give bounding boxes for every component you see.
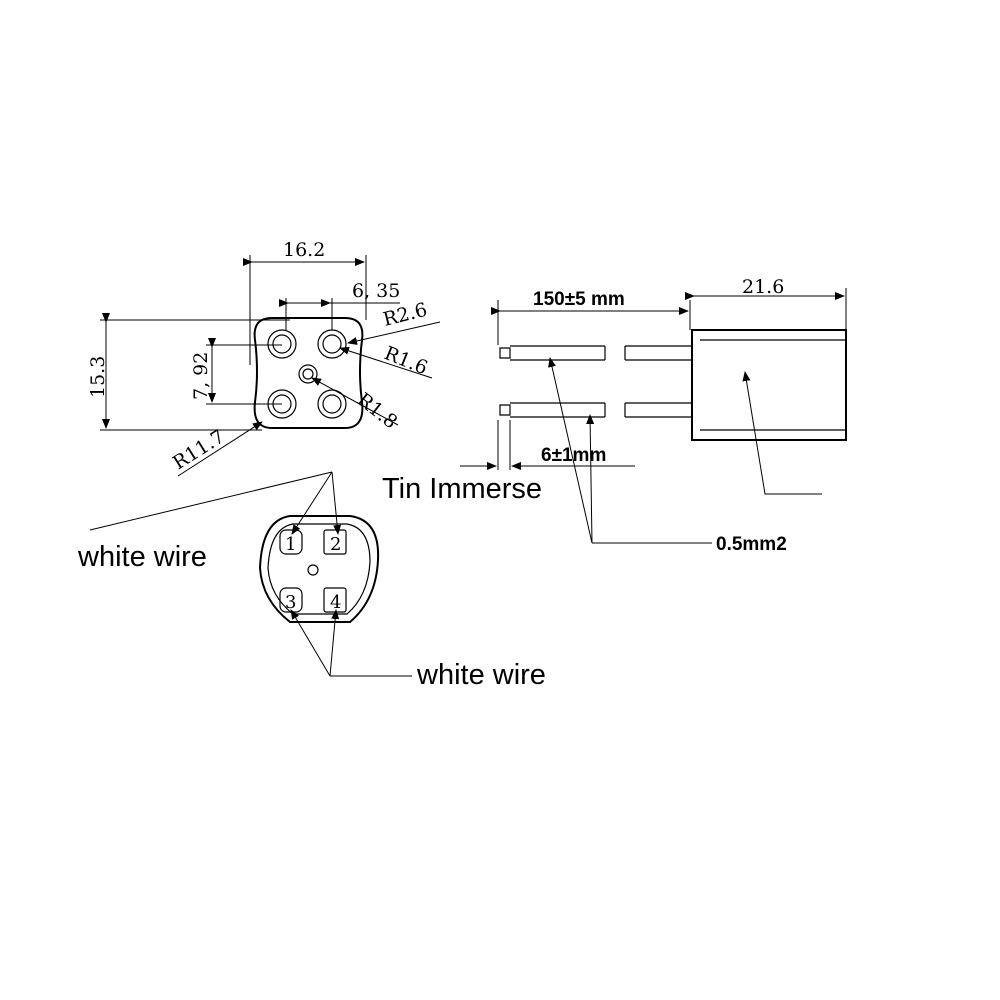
front-center-hole-outer <box>298 364 318 384</box>
front-view: 16.2 6, 35 R2.6 R1.6 R1.8 R11.7 15.3 7, … <box>87 239 441 477</box>
label-white-wire-bottom: white wire <box>416 659 546 691</box>
pin-3-label: 3 <box>285 592 296 613</box>
front-pin-2-outer <box>317 329 347 359</box>
front-pin-4-inner <box>322 394 342 414</box>
rear-body-inner <box>267 523 371 615</box>
wire-bottom-strip <box>499 404 511 416</box>
label-white-wire-top: white wire <box>77 541 207 573</box>
pin-1-label: 1 <box>285 534 296 555</box>
dim-pin-vertical: 7, 92 <box>190 352 212 400</box>
dim-pin-spacing: 6, 35 <box>352 280 400 302</box>
side-view: 150±5 mm 21.6 6±1mm 0.5mm2 <box>460 276 847 555</box>
rear-view: 1 2 3 4 white wire white wire <box>77 471 546 691</box>
rear-pin-1-box <box>279 529 303 555</box>
wire-top-insulation <box>510 345 692 361</box>
dim-radius-body: R11.7 <box>169 426 229 475</box>
side-housing <box>691 329 847 441</box>
wire-top-strip <box>499 347 511 359</box>
dim-radius-inner: R1.6 <box>381 342 431 379</box>
dim-wire-gauge: 0.5mm2 <box>716 534 787 555</box>
dim-strip-length: 6±1mm <box>541 445 606 466</box>
dim-height: 15.3 <box>87 356 109 398</box>
front-pin-2-inner <box>322 334 342 354</box>
pin-4-label: 4 <box>330 592 341 613</box>
rear-center-hole <box>307 564 319 576</box>
front-pin-1-inner <box>272 334 292 354</box>
dim-wire-length: 150±5 mm <box>533 289 625 310</box>
dim-radius-center: R1.8 <box>353 389 402 434</box>
dim-body-length: 21.6 <box>742 276 784 298</box>
wire-bottom-insulation <box>510 402 692 418</box>
pin-2-label: 2 <box>330 534 341 555</box>
front-center-hole-inner <box>302 368 314 380</box>
dim-width-top: 16.2 <box>283 239 325 261</box>
front-pin-4-outer <box>317 389 347 419</box>
front-pin-1-outer <box>267 329 297 359</box>
label-tin-immerse: Tin Immerse <box>382 473 542 505</box>
rear-body-outer <box>258 515 380 623</box>
